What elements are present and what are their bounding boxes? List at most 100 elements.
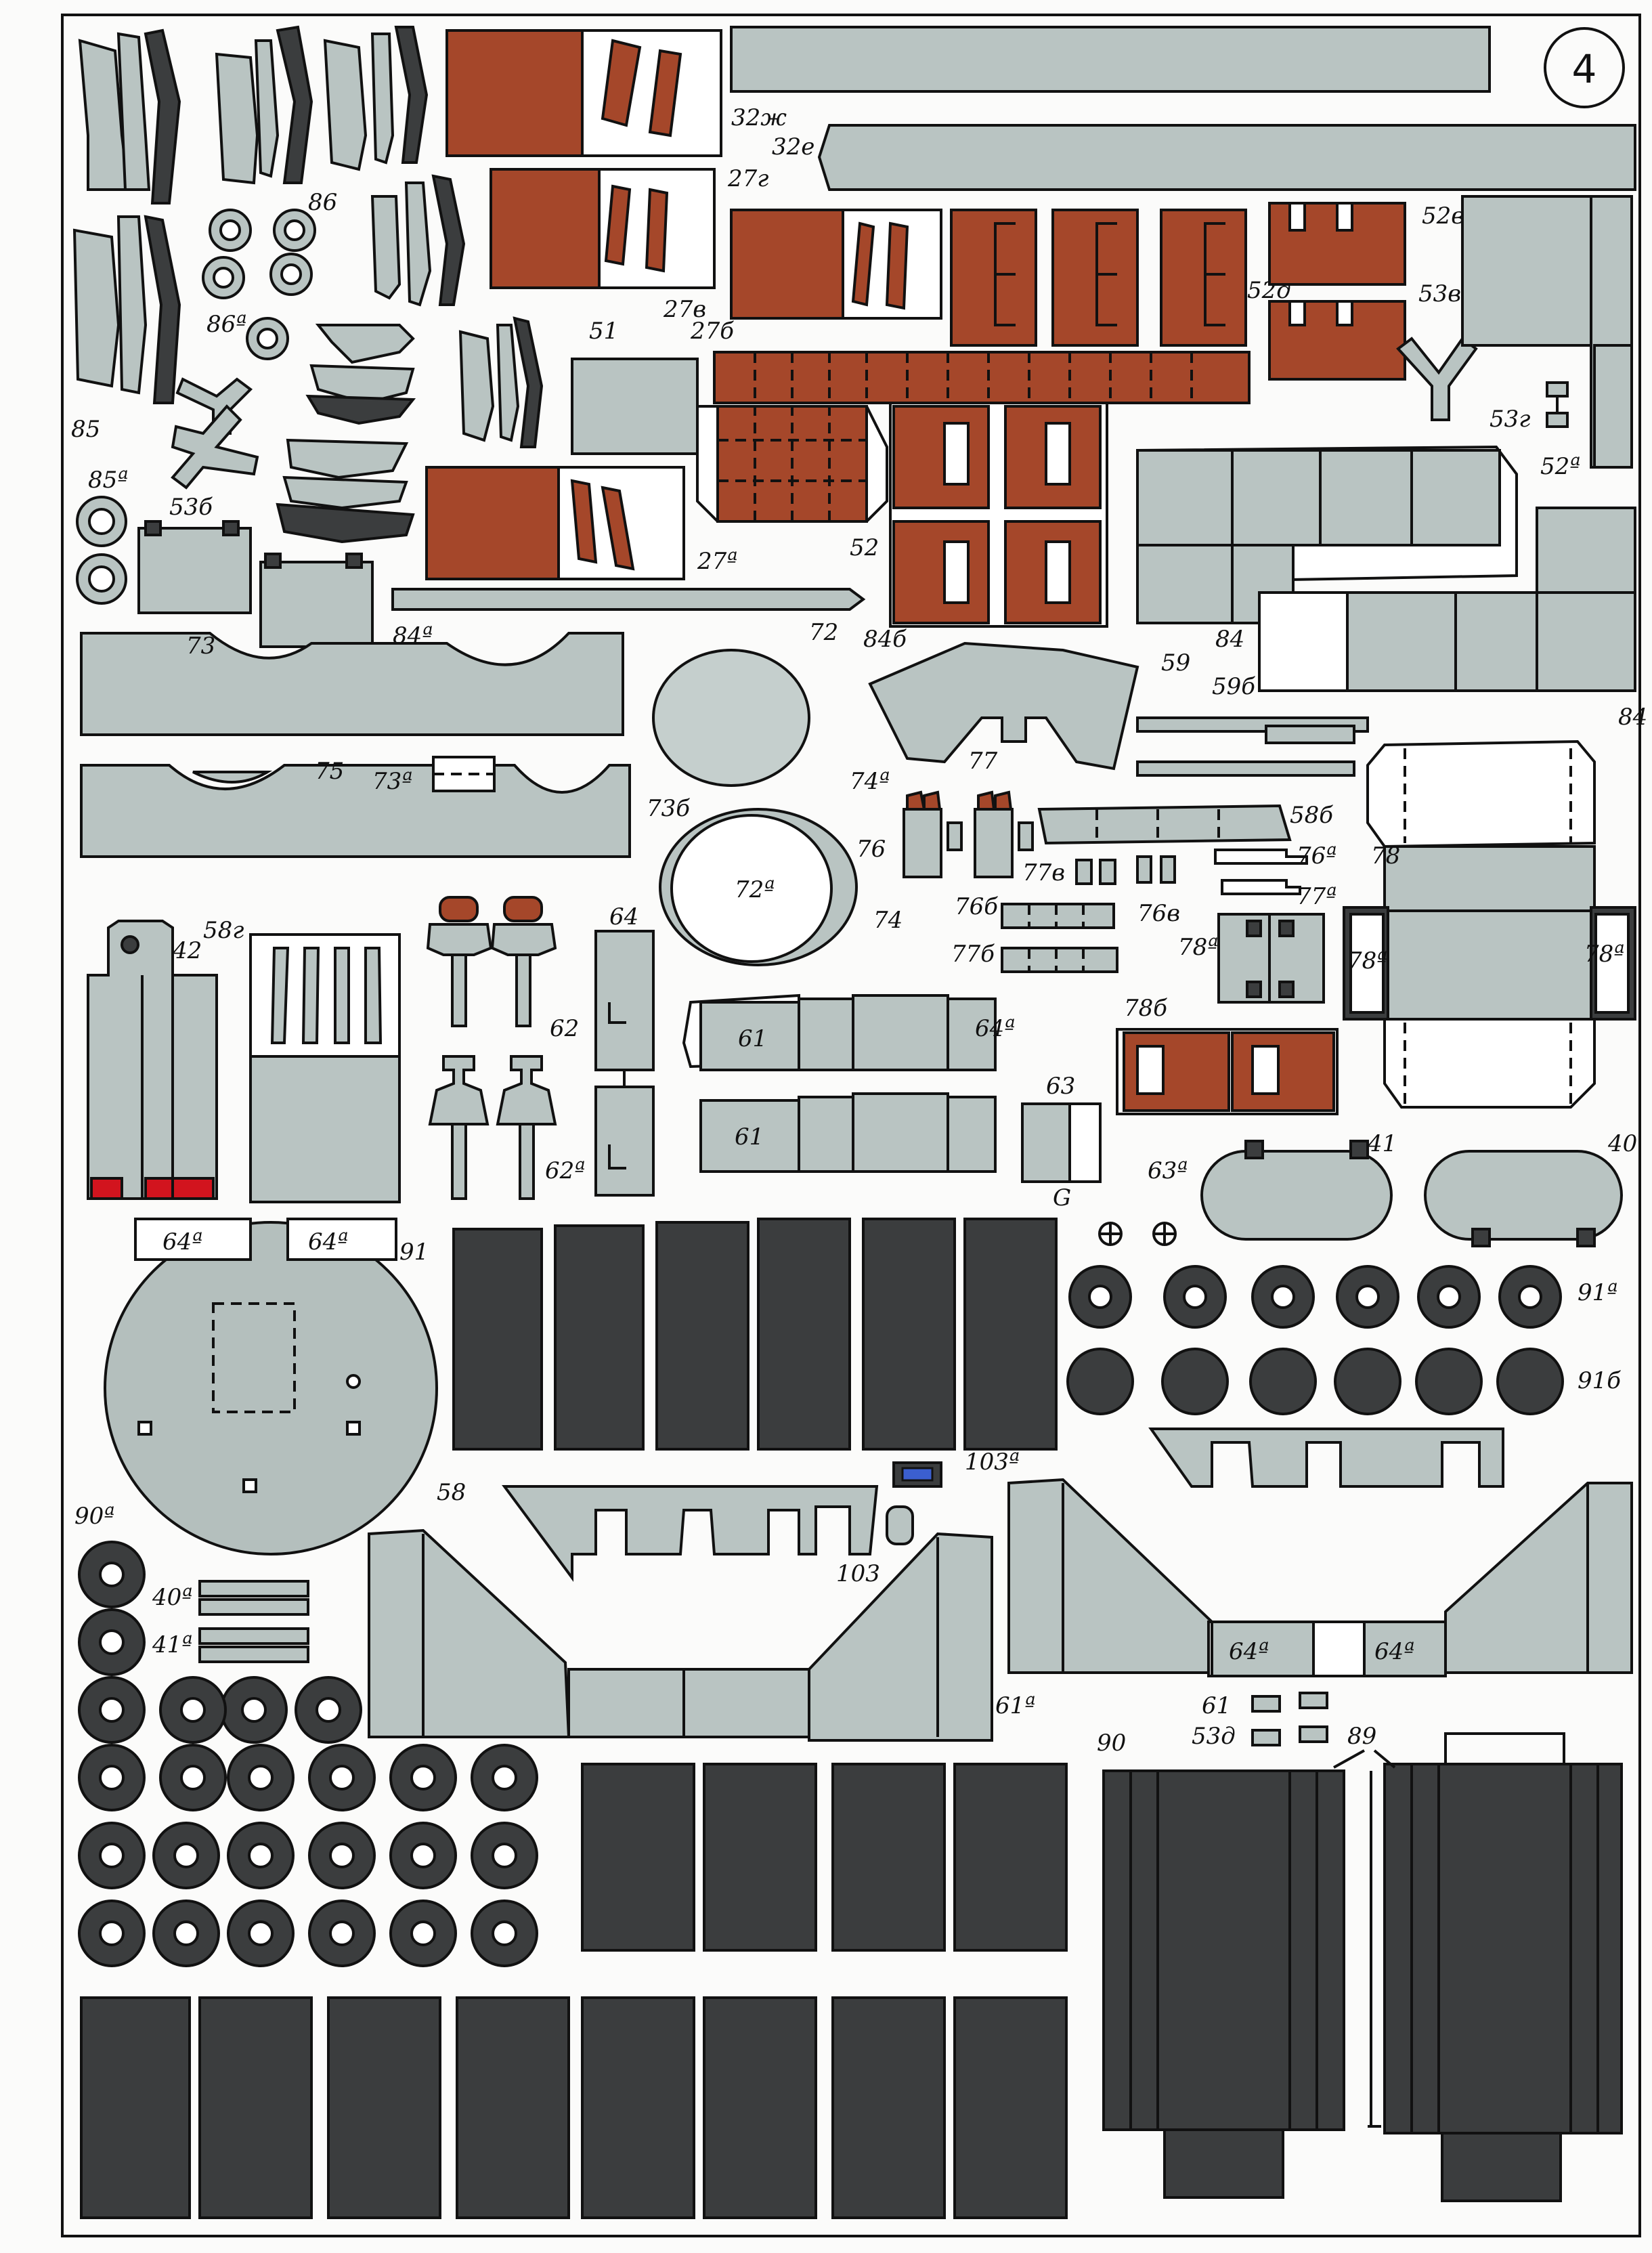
label-41a: 41ª bbox=[152, 1631, 192, 1658]
label-64a-4: 64ª bbox=[1229, 1638, 1269, 1665]
part-72a-74-disc: 72ª 74 bbox=[659, 808, 903, 966]
label-40: 40 bbox=[1607, 1130, 1637, 1157]
part-59-hood: 59 bbox=[868, 641, 1190, 771]
label-59: 59 bbox=[1161, 649, 1190, 677]
label-27a: 27ª bbox=[697, 548, 737, 575]
label-91b: 91б bbox=[1578, 1367, 1621, 1394]
label-78: 78 bbox=[1371, 842, 1400, 870]
part-53g: 53г bbox=[1490, 381, 1569, 433]
part-86-fenders: 86 85 bbox=[71, 25, 544, 448]
label-74: 74 bbox=[873, 907, 903, 934]
label-84-right: 84 bbox=[1618, 704, 1647, 731]
label-76b: 76б bbox=[955, 893, 998, 920]
label-63a: 63ª bbox=[1148, 1157, 1188, 1184]
label-61-b: 61 bbox=[735, 1123, 764, 1151]
label-91a: 91ª bbox=[1578, 1279, 1617, 1306]
label-64: 64 bbox=[609, 903, 638, 930]
sheet-border bbox=[61, 14, 1641, 2237]
part-90a-wheels: 90ª 40ª 41ª bbox=[74, 1503, 309, 1744]
part-90-panels: 90 bbox=[80, 1730, 1126, 2219]
label-53g: 53г bbox=[1490, 406, 1530, 433]
part-84b-windows: 84б bbox=[863, 402, 1108, 653]
label-84: 84 bbox=[1215, 626, 1244, 653]
label-77: 77 bbox=[968, 748, 998, 775]
label-86: 86 bbox=[308, 189, 337, 216]
label-63: 63 bbox=[1046, 1073, 1075, 1100]
label-62a: 62ª bbox=[545, 1157, 585, 1184]
part-27-doors: 27г 27в 27б 27ª bbox=[425, 29, 942, 580]
part-76b-77b: 76б 77б bbox=[951, 893, 1118, 973]
label-90: 90 bbox=[1097, 1730, 1126, 1757]
label-77b: 77б bbox=[951, 941, 995, 968]
label-64a-1: 64ª bbox=[975, 1015, 1015, 1042]
label-78a-2: 78ª bbox=[1584, 941, 1624, 968]
part-64: 64 bbox=[594, 903, 655, 1197]
part-58b-strip: 58б bbox=[1037, 802, 1333, 845]
label-32zh: 32ж bbox=[731, 104, 787, 131]
label-76v: 76в bbox=[1137, 900, 1180, 927]
label-61a-big: 61ª bbox=[995, 1692, 1035, 1719]
label-76: 76 bbox=[856, 836, 886, 863]
part-84a-boxes: 84ª bbox=[137, 520, 433, 649]
part-91-panels: 91 bbox=[399, 1218, 1058, 1451]
label-61-c: 61 bbox=[1202, 1692, 1231, 1719]
label-77a: 77ª bbox=[1297, 883, 1336, 910]
label-89: 89 bbox=[1347, 1723, 1376, 1750]
label-90a: 90ª bbox=[74, 1503, 114, 1530]
part-58g: 58г bbox=[203, 917, 401, 1203]
label-72: 72 bbox=[809, 619, 838, 646]
sheet-number: 4 bbox=[1572, 46, 1597, 92]
part-32-bars: 32ж 32е bbox=[730, 26, 1636, 191]
label-52a: 52ª bbox=[1540, 453, 1580, 480]
label-75: 75 bbox=[315, 758, 344, 785]
part-62a-knobs: 62ª bbox=[428, 1055, 585, 1200]
label-63g: G bbox=[1053, 1184, 1071, 1211]
label-77v: 77в bbox=[1022, 859, 1065, 886]
part-53v: 53в bbox=[1396, 280, 1478, 421]
label-58b: 58б bbox=[1290, 802, 1333, 829]
label-58: 58 bbox=[437, 1479, 466, 1506]
label-53d: 53д bbox=[1192, 1723, 1236, 1750]
part-wheel-grid bbox=[78, 1676, 538, 1967]
part-61-boxes: 61 64ª 61 bbox=[682, 993, 1015, 1173]
label-52v: 52в bbox=[1422, 202, 1464, 230]
label-103: 103 bbox=[836, 1560, 880, 1587]
part-78a-small: 78ª bbox=[1178, 913, 1325, 1004]
part-61-right-cab: 64ª 64ª 61 bbox=[1007, 1428, 1633, 1719]
label-27b: 27б bbox=[690, 318, 734, 345]
label-73: 73 bbox=[186, 632, 215, 660]
part-53d: 53д bbox=[1192, 1692, 1328, 1750]
part-73-strip: 73 bbox=[80, 632, 624, 736]
part-52-grid: 52 bbox=[696, 351, 1251, 561]
part-85a-rings: 85ª bbox=[76, 467, 128, 605]
label-86a: 86ª bbox=[206, 311, 246, 338]
label-58g: 58г bbox=[203, 917, 244, 944]
label-103a: 103ª bbox=[965, 1449, 1020, 1476]
part-78b: 78б bbox=[1116, 995, 1339, 1115]
part-103: 103ª 103 bbox=[836, 1449, 1020, 1587]
label-41: 41 bbox=[1367, 1130, 1397, 1157]
label-53v: 53в bbox=[1418, 280, 1461, 307]
label-85: 85 bbox=[71, 416, 100, 443]
sheet-number-badge: 4 bbox=[1544, 27, 1625, 108]
label-72a: 72ª bbox=[735, 876, 775, 903]
label-52: 52 bbox=[850, 534, 879, 561]
part-shell-pads bbox=[276, 324, 416, 544]
label-78a-3: 78ª bbox=[1178, 934, 1218, 961]
label-40a: 40ª bbox=[152, 1584, 192, 1611]
label-32e: 32е bbox=[772, 133, 814, 160]
label-76a: 76ª bbox=[1297, 842, 1336, 870]
part-72-rod: 72 bbox=[391, 588, 866, 646]
label-73a: 73ª bbox=[372, 768, 412, 795]
part-77v-76v: 77в 76в bbox=[1022, 855, 1180, 927]
part-41-40-capsules: 41 40 bbox=[1200, 1130, 1637, 1247]
part-73b-strip: 75 73ª 73б bbox=[80, 756, 690, 858]
part-52d-brackets: 52д bbox=[950, 209, 1291, 347]
part-76-77: 77 76 bbox=[856, 748, 1034, 878]
label-73b: 73б bbox=[647, 795, 690, 822]
part-74a-oval: 74ª bbox=[652, 649, 890, 795]
part-91b-wheels: 91б bbox=[1066, 1348, 1621, 1415]
part-62-knobs: 62 bbox=[426, 896, 579, 1042]
part-59b-bars: 59б bbox=[1136, 673, 1369, 777]
label-84b: 84б bbox=[863, 626, 907, 653]
